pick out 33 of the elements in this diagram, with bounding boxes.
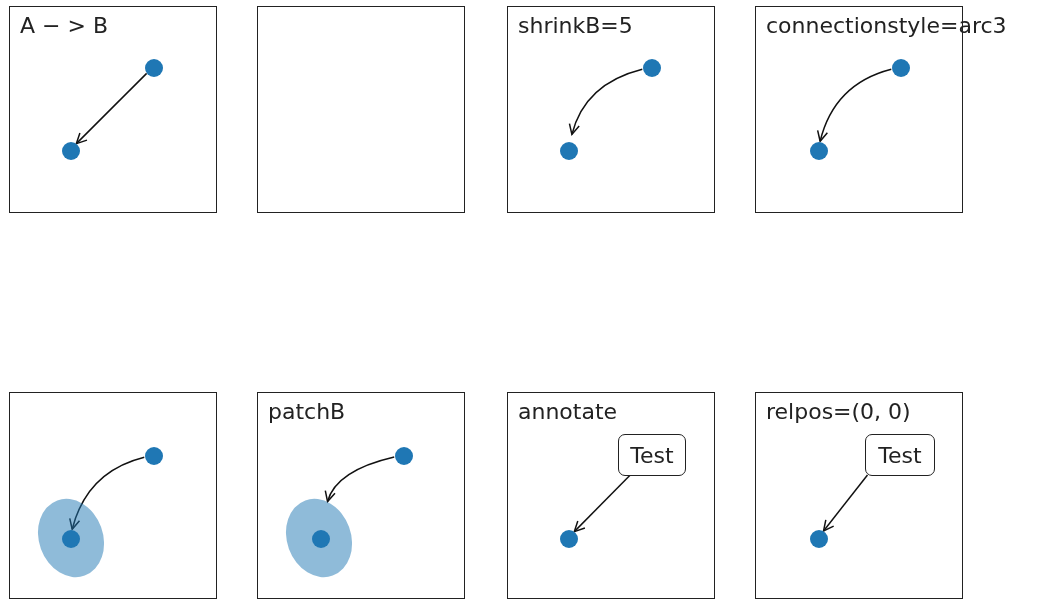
arrow bbox=[569, 68, 643, 136]
plot-panel bbox=[9, 6, 217, 213]
plot-panel bbox=[507, 6, 715, 213]
data-point bbox=[892, 59, 910, 77]
arrow bbox=[573, 474, 631, 533]
data-point bbox=[312, 530, 330, 548]
arrow bbox=[822, 474, 869, 532]
plot-panel bbox=[507, 392, 715, 599]
data-point bbox=[560, 530, 578, 548]
panel-title: shrinkB=5 bbox=[518, 13, 633, 39]
annotation-text-box: Test bbox=[865, 434, 935, 476]
data-point bbox=[560, 142, 578, 160]
data-point bbox=[395, 447, 413, 465]
data-point bbox=[62, 530, 80, 548]
panel-title: annotate bbox=[518, 399, 618, 425]
data-point bbox=[62, 142, 80, 160]
arrow bbox=[75, 72, 148, 145]
panel-title: relpos=(0, 0) bbox=[766, 399, 911, 425]
data-point bbox=[145, 59, 163, 77]
plot-panel bbox=[257, 392, 465, 599]
data-point bbox=[810, 530, 828, 548]
annotation-text-box: Test bbox=[618, 434, 686, 476]
panel-title: A − > B bbox=[20, 13, 108, 39]
data-point bbox=[810, 142, 828, 160]
arrow bbox=[325, 456, 395, 503]
data-point bbox=[643, 59, 661, 77]
plot-panel bbox=[9, 392, 217, 599]
arrow bbox=[69, 456, 145, 530]
data-point bbox=[145, 447, 163, 465]
plot-panel bbox=[755, 392, 963, 599]
plot-panel bbox=[257, 6, 465, 213]
panel-title: patchB bbox=[268, 399, 346, 425]
arrow bbox=[817, 68, 893, 142]
